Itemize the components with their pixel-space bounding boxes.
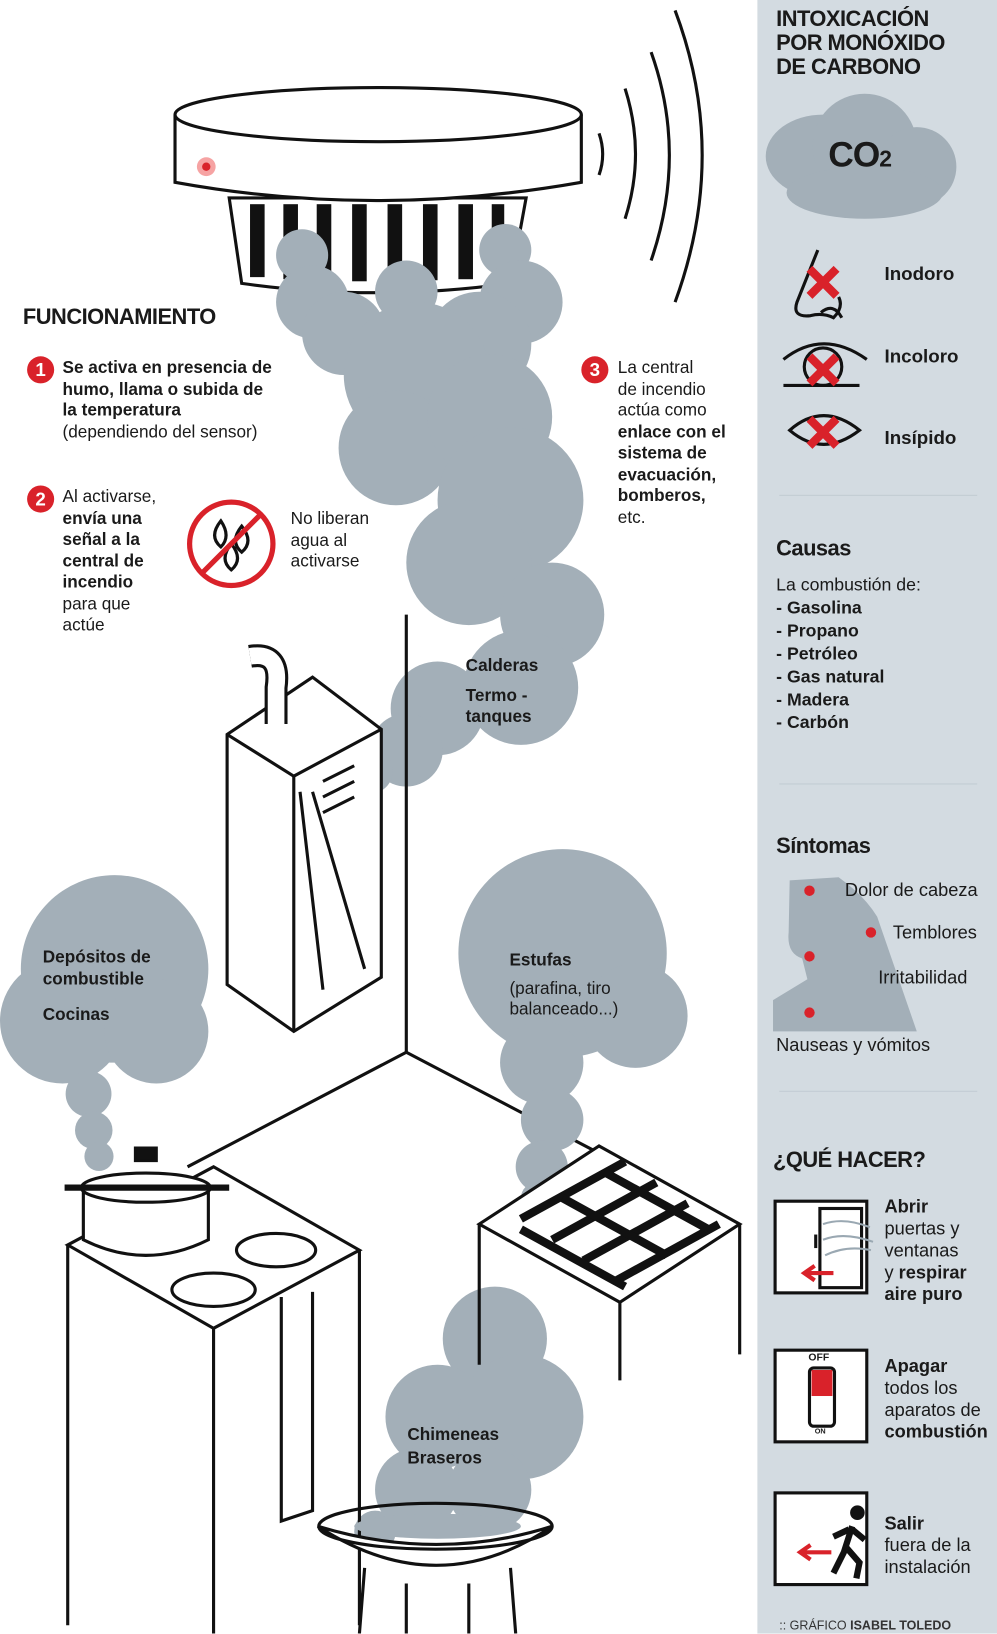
panel-title: INTOXICACIÓN POR MONÓXIDO DE CARBONO bbox=[776, 7, 945, 80]
step-2-text: Al activarse, envía una señal a la centr… bbox=[62, 487, 157, 635]
smoke-cloud bbox=[276, 223, 605, 794]
stove-icon bbox=[64, 1146, 363, 1634]
action-turn-off: Apagar todos los aparatos de combustión bbox=[884, 1355, 988, 1442]
step-1-text: Se activa en presencia de humo, llama o … bbox=[62, 358, 272, 442]
action-open-windows: Abrir puertas y ventanas y respirar aire… bbox=[884, 1195, 967, 1305]
symptom-nausea: Nauseas y vómitos bbox=[776, 1034, 931, 1056]
symptom-tremors: Temblores bbox=[892, 921, 977, 943]
divider bbox=[779, 783, 978, 785]
section-title-funcionamiento: FUNCIONAMIENTO bbox=[22, 305, 216, 330]
switch-on-label: ON bbox=[814, 1428, 826, 1436]
symptom-irritability: Irritabilidad bbox=[878, 966, 968, 988]
label-chimeneas: Chimeneas Braseros bbox=[407, 1425, 500, 1468]
what-to-do-title: ¿QUÉ HACER? bbox=[773, 1148, 926, 1173]
boiler-icon bbox=[225, 644, 383, 1034]
symptom-headache: Dolor de cabeza bbox=[844, 879, 978, 901]
label-estufas-detail: (parafina, tiro balanceado...) bbox=[509, 979, 619, 1019]
step-3-text: La central de incendio actúa como enlace… bbox=[617, 358, 726, 527]
room-walls bbox=[186, 614, 626, 1169]
exit-running-icon bbox=[773, 1491, 869, 1587]
symptoms-title: Síntomas bbox=[776, 834, 871, 859]
switch-off-icon bbox=[773, 1348, 869, 1444]
signal-waves-icon bbox=[597, 9, 704, 303]
step-number-badge: 3 bbox=[581, 356, 609, 384]
property-insipido: Insípido bbox=[884, 427, 957, 448]
label-calderas: Calderas bbox=[465, 656, 539, 676]
step-number-badge: 2 bbox=[27, 485, 55, 513]
smoke-cloud bbox=[0, 849, 688, 1553]
no-water-text: No liberan agua al activarse bbox=[290, 509, 370, 571]
person-silhouette-icon bbox=[773, 877, 917, 1032]
no-water-icon bbox=[187, 499, 276, 589]
label-depositos: Depósitos de combustible bbox=[42, 948, 151, 989]
switch-off-label: OFF bbox=[808, 1352, 830, 1364]
causes-title: Causas bbox=[776, 536, 851, 561]
label-termotanques: Termo - tanques bbox=[465, 686, 532, 727]
brazier-icon bbox=[316, 1501, 554, 1634]
window-icon bbox=[773, 1199, 874, 1295]
divider bbox=[779, 1090, 978, 1092]
co2-label: CO2 bbox=[828, 135, 892, 176]
property-inodoro: Inodoro bbox=[884, 263, 955, 285]
co2-cloud-icon bbox=[765, 93, 957, 219]
nose-icon bbox=[794, 249, 844, 320]
grill-icon bbox=[476, 1144, 743, 1381]
step-number-badge: 1 bbox=[27, 356, 55, 384]
eye-icon bbox=[782, 342, 868, 388]
causes-list: La combustión de: - Gasolina - Propano -… bbox=[776, 575, 921, 733]
label-cocinas: Cocinas bbox=[42, 1005, 110, 1025]
label-estufas: Estufas bbox=[509, 951, 572, 970]
credit: :: GRÁFICO ISABEL TOLEDO bbox=[779, 1617, 952, 1633]
property-incoloro: Incoloro bbox=[884, 345, 959, 367]
divider bbox=[779, 494, 978, 496]
red-cross-icons bbox=[806, 265, 840, 449]
action-exit: Salir fuera de la instalación bbox=[884, 1512, 971, 1578]
